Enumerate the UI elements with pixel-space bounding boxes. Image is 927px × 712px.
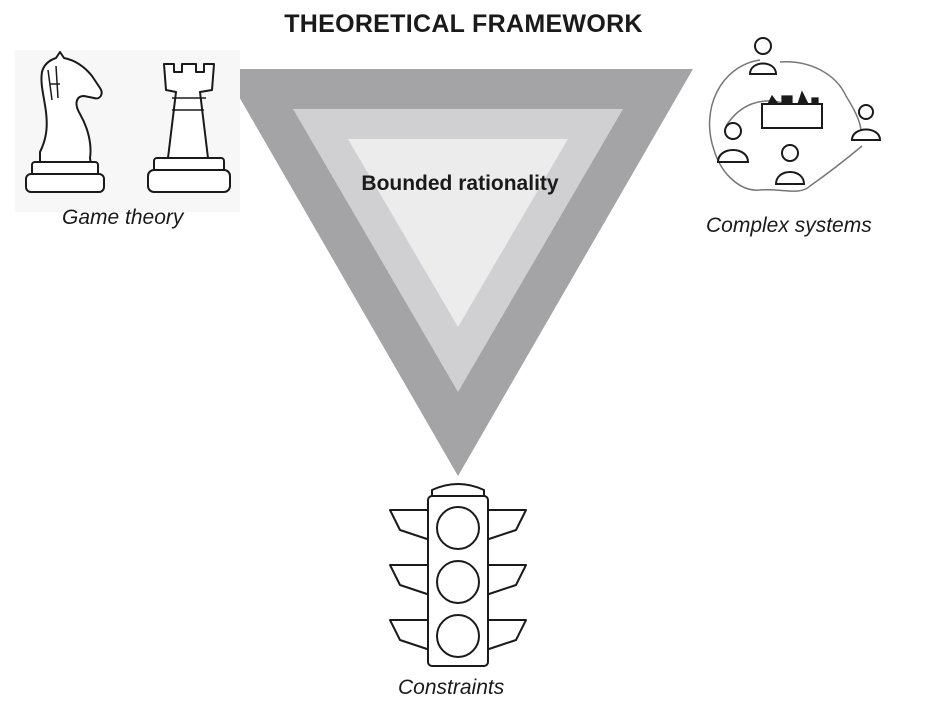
traffic-light-icon (389, 483, 527, 667)
constraints-label: Constraints (398, 676, 505, 699)
bounded-rationality-label: Bounded rationality (361, 172, 559, 195)
game-theory-label: Game theory (62, 206, 184, 229)
inner-triangle (348, 139, 568, 327)
complex-systems-label: Complex systems (706, 214, 872, 237)
people-network-icon (708, 37, 882, 192)
diagram-title: THEORETICAL FRAMEWORK (284, 10, 643, 38)
chess-pieces-icon (15, 50, 240, 212)
